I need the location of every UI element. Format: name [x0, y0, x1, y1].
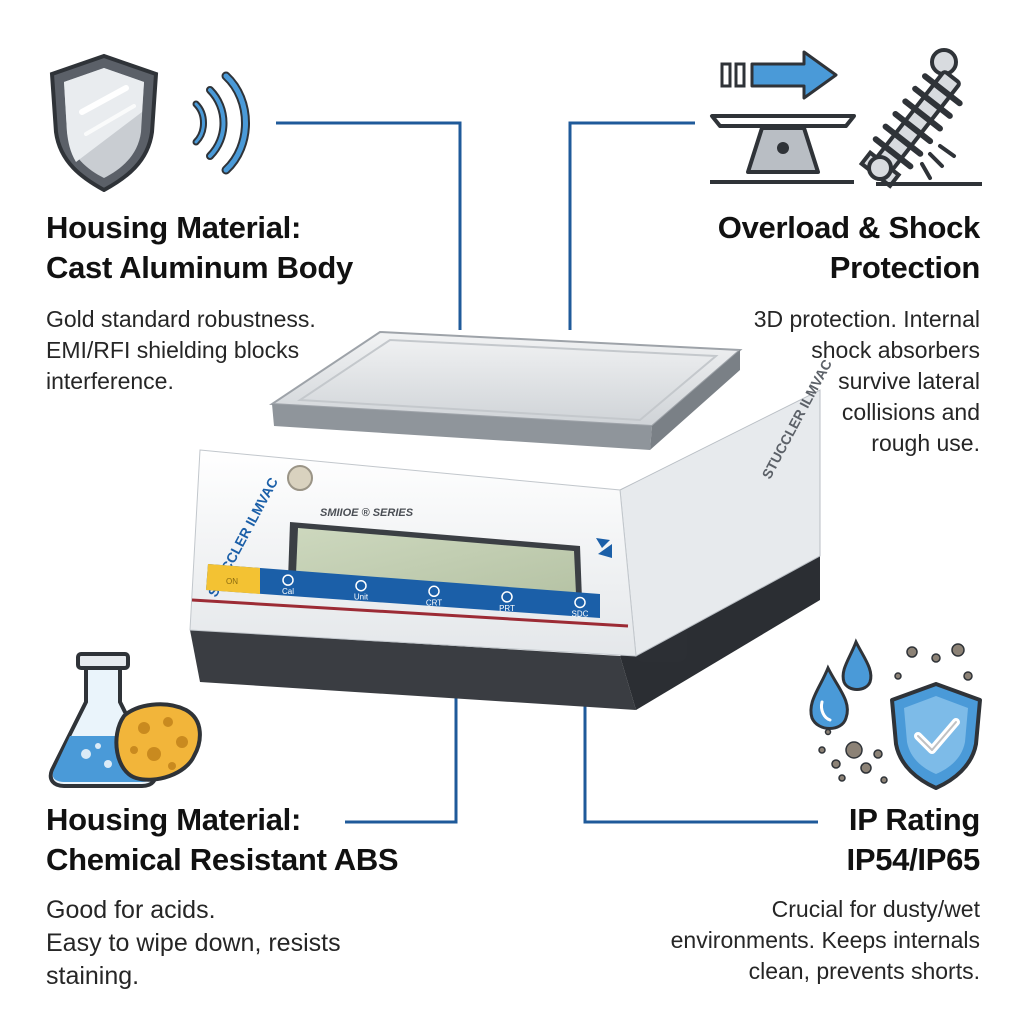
- feature-title-line: Housing Material:: [46, 210, 301, 245]
- feature-title: Housing Material: Cast Aluminum Body: [46, 208, 426, 288]
- precision-scale: STUCCLER ILMVAC STUCCLER ILMVAC SMIIOE ®…: [189, 330, 835, 710]
- feature-description-line: Crucial for dusty/wet: [771, 896, 980, 922]
- keypad-key-label: CRT: [426, 598, 442, 607]
- weighing-pan: [268, 330, 743, 450]
- feature-description-line: shock absorbers: [811, 337, 980, 363]
- keypad-key-0[interactable]: Cal: [282, 574, 294, 596]
- keypad-key-3[interactable]: PRT: [499, 591, 515, 613]
- feature-title-line: Housing Material:: [46, 802, 301, 837]
- feature-description: 3D protection. Internal shock absorbers …: [620, 304, 980, 459]
- keypad-key-icon: [428, 585, 440, 598]
- feature-title-line: Chemical Resistant ABS: [46, 842, 399, 877]
- keypad-key-icon: [355, 579, 367, 592]
- top-left-icons: [46, 52, 266, 193]
- feature-title: IP Rating IP54/IP65: [600, 800, 981, 880]
- feature-title-line: IP54/IP65: [846, 842, 981, 877]
- bottom-left-icons: [46, 650, 206, 790]
- keypad-key-label: Unit: [354, 593, 369, 602]
- feature-description-line: 3D protection. Internal: [753, 306, 980, 332]
- feature-title-line: Overload & Shock: [717, 210, 981, 245]
- sponge-icon: [114, 702, 202, 782]
- feature-description-line: interference.: [46, 368, 174, 394]
- feature-description-line: rough use.: [871, 430, 980, 456]
- feature-description-line: Easy to wipe down, resists: [46, 929, 341, 957]
- power-key[interactable]: [206, 564, 260, 594]
- power-key-label: ON: [226, 577, 238, 586]
- keypad-key-icon: [501, 591, 513, 603]
- connector-top-left: [276, 121, 462, 330]
- connector-bottom-right: [583, 705, 818, 824]
- keypad-key-label: Cal: [282, 587, 294, 596]
- feature-description-line: Gold standard robustness.: [46, 306, 316, 332]
- keypad-key-icon: [282, 574, 294, 586]
- feature-title: Overload & Shock Protection: [620, 208, 981, 288]
- balance-platform-icon: [710, 114, 856, 184]
- shield-icon: [49, 53, 159, 193]
- connector-top-right: [568, 121, 695, 330]
- brand-logo-icon: [596, 538, 612, 558]
- dust-particles-icon: [818, 643, 973, 784]
- feature-description: Gold standard robustness. EMI/RFI shield…: [46, 304, 426, 397]
- keypad-key-1[interactable]: Unit: [354, 579, 369, 602]
- feature-description-line: EMI/RFI shielding blocks: [46, 337, 300, 363]
- feature-title-line: IP Rating: [848, 802, 980, 837]
- keypad-key-icon: [574, 596, 586, 609]
- feature-title-line: Cast Aluminum Body: [46, 250, 353, 285]
- keypad-key-2[interactable]: CRT: [426, 585, 442, 607]
- keypad-key-4[interactable]: SDC: [572, 596, 589, 618]
- feature-description-line: collisions and: [841, 399, 980, 425]
- feature-description-line: Good for acids.: [46, 896, 216, 924]
- keypad-key-label: SDC: [572, 609, 589, 618]
- water-drops-icon: [809, 638, 873, 730]
- feature-overload-shock: Overload & Shock Protection 3D protectio…: [620, 208, 981, 459]
- series-label: SMIIOE ® SERIES: [320, 507, 414, 519]
- feature-title-line: Protection: [829, 250, 981, 285]
- shock-spring-icon: [858, 48, 982, 189]
- level-bubble: [287, 465, 313, 491]
- shield-check-icon: [890, 682, 982, 790]
- feature-description: Good for acids. Easy to wipe down, resis…: [46, 894, 466, 993]
- feature-description: Crucial for dusty/wet environments. Keep…: [600, 894, 980, 987]
- feature-ip-rating: IP Rating IP54/IP65 Crucial for dusty/we…: [600, 800, 981, 987]
- arrow-right-icon: [720, 50, 838, 100]
- connector-bottom-left: [345, 695, 458, 824]
- bottom-right-icons: [808, 636, 984, 792]
- feature-description-line: clean, prevents shorts.: [748, 958, 980, 984]
- feature-description-line: staining.: [46, 962, 140, 990]
- feature-title: Housing Material: Chemical Resistant ABS: [46, 800, 466, 880]
- feature-chemical-abs: Housing Material: Chemical Resistant ABS…: [46, 800, 466, 993]
- feature-cast-aluminum: Housing Material: Cast Aluminum Body Gol…: [46, 208, 426, 397]
- signal-waves-icon: [192, 71, 250, 175]
- keypad-key-label: PRT: [499, 604, 515, 613]
- top-right-icons: [708, 46, 984, 190]
- feature-description-line: environments. Keeps internals: [670, 927, 980, 953]
- feature-description-line: survive lateral: [838, 368, 980, 394]
